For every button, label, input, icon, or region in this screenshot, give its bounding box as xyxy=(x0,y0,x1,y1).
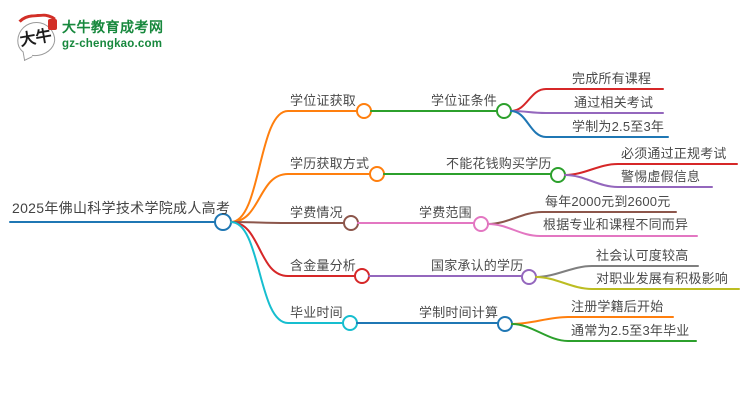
leaf-starts-after-enrollment-label: 注册学籍后开始 xyxy=(571,299,664,314)
edge-career-impact xyxy=(535,276,740,290)
toggle-diploma-method[interactable] xyxy=(369,166,385,182)
edge-tuition-varies xyxy=(487,223,698,237)
site-name: 大牛教育成考网 xyxy=(62,19,164,35)
node-state-recognized-label: 国家承认的学历 xyxy=(431,258,524,273)
node-study-time-calc-label: 学制时间计算 xyxy=(419,305,499,320)
node-degree-cert-label: 学位证获取 xyxy=(290,93,357,108)
edge-pass-exams xyxy=(510,110,664,114)
toggle-tuition-range[interactable] xyxy=(473,216,489,232)
leaf-tuition-varies-label: 根据专业和课程不同而异 xyxy=(543,217,689,232)
node-tuition-label: 学费情况 xyxy=(290,205,343,220)
logo-red-seal-icon xyxy=(48,19,57,30)
toggle-degree-cert-conditions[interactable] xyxy=(496,103,512,119)
leaf-career-impact-label: 对职业发展有积极影响 xyxy=(596,271,729,286)
node-value-analysis-label: 含金量分析 xyxy=(290,258,357,273)
toggle-study-time-calc[interactable] xyxy=(497,316,513,332)
node-diploma-method-label: 学历获取方式 xyxy=(290,156,370,171)
leaf-beware-fake-info-label: 警惕虚假信息 xyxy=(621,169,701,184)
site-url: gz-chengkao.com xyxy=(62,38,163,50)
leaf-social-recognition-label: 社会认可度较高 xyxy=(596,248,689,263)
toggle-degree-cert[interactable] xyxy=(356,103,372,119)
edge-beware-fake-info xyxy=(564,174,713,188)
leaf-complete-courses-label: 完成所有课程 xyxy=(572,71,652,86)
node-degree-cert-conditions-label: 学位证条件 xyxy=(431,93,498,108)
toggle-value-analysis[interactable] xyxy=(354,268,370,284)
logo-bubble-tail xyxy=(22,48,33,61)
node-tuition-range-label: 学费范围 xyxy=(419,205,472,220)
toggle-tuition[interactable] xyxy=(343,215,359,231)
edge-tuition xyxy=(230,221,344,224)
edge-degree-cert xyxy=(230,110,357,223)
leaf-study-length-label: 学制为2.5至3年 xyxy=(572,119,665,134)
edge-graduation-time xyxy=(230,221,343,324)
toggle-graduation-time[interactable] xyxy=(342,315,358,331)
node-graduation-time-label: 毕业时间 xyxy=(290,305,343,320)
root-node-toggle[interactable] xyxy=(214,213,232,231)
toggle-state-recognized[interactable] xyxy=(521,269,537,285)
leaf-tuition-amount-label: 每年2000元到2600元 xyxy=(545,194,671,209)
leaf-formal-exam-required-label: 必须通过正规考试 xyxy=(621,146,727,161)
root-node-label: 2025年佛山科学技术学院成人高考 xyxy=(12,200,231,216)
leaf-pass-exams-label: 通过相关考试 xyxy=(574,95,654,110)
daniu-bubble-icon: 大牛 xyxy=(12,12,64,62)
edge-value-analysis xyxy=(230,221,355,277)
toggle-no-buying-diploma[interactable] xyxy=(550,167,566,183)
edge-diploma-method xyxy=(230,173,370,223)
edge-study-length xyxy=(510,110,669,138)
leaf-usual-graduation-label: 通常为2.5至3年毕业 xyxy=(571,323,690,338)
site-logo[interactable]: 大牛 大牛教育成考网 gz-chengkao.com xyxy=(12,12,232,64)
edge-usual-graduation xyxy=(511,323,697,342)
node-no-buying-diploma-label: 不能花钱购买学历 xyxy=(446,156,552,171)
